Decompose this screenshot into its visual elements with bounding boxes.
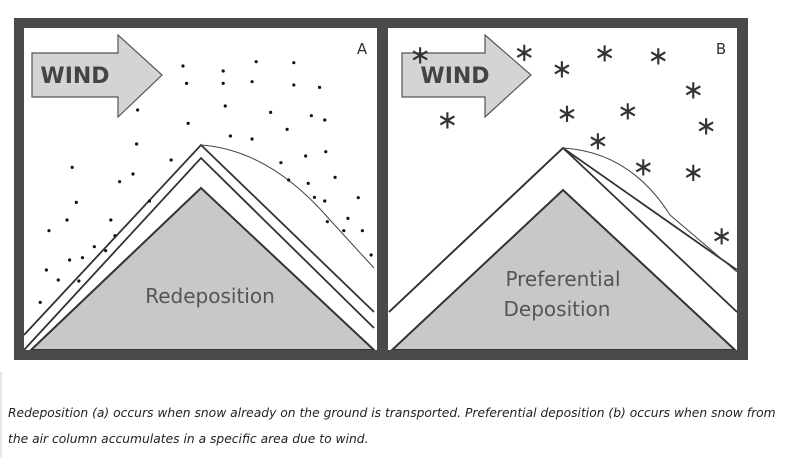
wind-label-b: WIND xyxy=(420,64,489,89)
snow-particle xyxy=(317,85,322,89)
snow-particle xyxy=(304,154,308,158)
snow-particle xyxy=(325,220,329,224)
snow-particle xyxy=(369,253,373,257)
snowflake-icon: ∗ xyxy=(617,97,639,127)
wind-arrow-a xyxy=(31,33,163,119)
snow-particle xyxy=(74,200,78,204)
snowflake-icon: ∗ xyxy=(551,55,573,85)
snow-layer-inner-a xyxy=(24,156,375,350)
snow-particle xyxy=(181,64,185,68)
snow-drift-curve-b xyxy=(562,147,737,273)
blowing-snow-particles xyxy=(38,60,373,304)
snow-particle xyxy=(186,121,190,125)
snowflake-icon: ∗ xyxy=(437,106,459,136)
snow-particle xyxy=(134,142,139,146)
snow-particle xyxy=(65,218,69,222)
panel-letter-b: B xyxy=(716,40,726,58)
snowflake-icon: ∗ xyxy=(682,158,704,188)
snow-particle xyxy=(306,181,310,185)
snow-particle xyxy=(254,60,258,64)
snowflake-icon: ∗ xyxy=(513,38,535,68)
caption-line-2: the air column accumulates in a specific… xyxy=(8,432,369,446)
snow-particle xyxy=(292,61,296,65)
snowflake-icon: ∗ xyxy=(556,99,578,129)
snow-particle xyxy=(285,127,289,131)
snowflake-icon: ∗ xyxy=(409,41,431,71)
snowflake-icon: ∗ xyxy=(587,127,609,157)
snow-particle xyxy=(292,83,296,87)
snow-particle xyxy=(223,104,227,108)
snow-particle xyxy=(287,178,291,182)
snow-particle xyxy=(323,118,327,122)
snow-particle xyxy=(184,81,189,85)
snowflake-icon: ∗ xyxy=(711,221,733,251)
mountain-a xyxy=(29,186,376,350)
snow-particle xyxy=(221,81,225,85)
snow-particle xyxy=(38,300,42,304)
snow-particle xyxy=(312,195,317,199)
snow-particle xyxy=(356,196,360,200)
snow-particle xyxy=(70,165,74,169)
snowflake-icon: ∗ xyxy=(682,76,704,106)
wind-arrow-b xyxy=(401,33,532,119)
snow-particle xyxy=(228,134,233,138)
snow-particle xyxy=(131,172,135,176)
wind-label-a: WIND xyxy=(40,64,109,89)
caption-line-1: Redeposition (a) occurs when snow alread… xyxy=(8,406,776,420)
snow-particle xyxy=(109,218,113,222)
snow-particle xyxy=(67,258,72,262)
snowflake-icon: ∗ xyxy=(695,111,717,141)
snow-particle xyxy=(250,80,254,84)
snow-particle xyxy=(324,150,328,154)
mountain-label-b-line1: Preferential xyxy=(505,267,620,291)
panel-a: WIND Redeposition A xyxy=(24,33,376,350)
snow-particle xyxy=(323,199,327,203)
snowflake-icon: ∗ xyxy=(594,38,616,68)
snow-particle xyxy=(346,216,350,220)
snow-particle xyxy=(147,199,152,203)
snow-particle xyxy=(104,249,108,253)
snow-particle xyxy=(333,175,337,179)
snowflake-icon: ∗ xyxy=(647,41,669,71)
mountain-b xyxy=(390,188,737,350)
mountain-label-a: Redeposition xyxy=(145,284,275,308)
snow-particle xyxy=(92,245,96,249)
falling-snowflakes: ∗∗∗∗∗∗∗∗∗∗∗∗∗∗ xyxy=(409,38,732,251)
snow-particle xyxy=(113,234,117,238)
snow-particle xyxy=(309,114,313,118)
snow-particle xyxy=(77,279,81,283)
snow-particle xyxy=(44,268,48,272)
panel-b: WIND ∗∗∗∗∗∗∗∗∗∗∗∗∗∗ Preferential Deposit… xyxy=(388,33,737,350)
snowflake-icon: ∗ xyxy=(632,152,654,182)
snow-particle xyxy=(250,137,254,141)
snow-particle xyxy=(80,256,85,260)
snow-particle xyxy=(279,161,283,165)
snow-deposition-diagram: WIND Redeposition A WIND ∗∗∗∗∗∗∗∗∗∗∗∗∗∗ … xyxy=(14,18,748,360)
figure-caption: Redeposition (a) occurs when snow alread… xyxy=(8,400,798,452)
snow-particle xyxy=(169,158,173,162)
panel-letter-a: A xyxy=(357,40,368,58)
snow-particle xyxy=(136,108,140,112)
snow-particle xyxy=(221,69,225,73)
snow-particle xyxy=(269,110,273,114)
snow-particle xyxy=(360,229,364,233)
snow-particle xyxy=(56,278,60,282)
snow-particle xyxy=(342,229,346,233)
snow-particle xyxy=(47,229,51,233)
mountain-label-b-line2: Deposition xyxy=(504,297,611,321)
snow-particle xyxy=(117,180,122,184)
snow-drift-curve-a xyxy=(200,144,375,269)
caption-border xyxy=(0,372,2,457)
